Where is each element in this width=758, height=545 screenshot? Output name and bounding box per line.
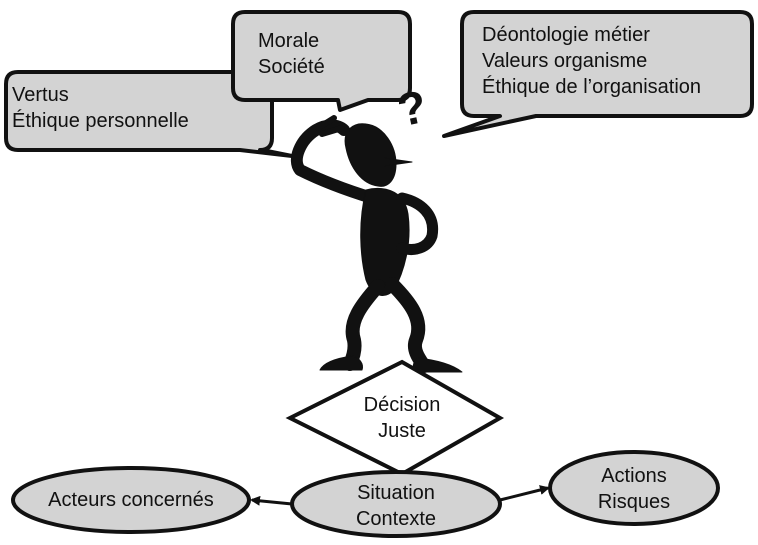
bubble-morale-line-1: Morale — [258, 30, 320, 52]
thinking-figure — [290, 115, 463, 373]
arrow-situation-to-acteurs — [250, 495, 293, 506]
figure-foot-left — [319, 355, 363, 371]
decision-line-1: Décision — [363, 394, 441, 416]
bubble-morale-text: Morale Société — [258, 28, 325, 80]
actions-line-2: Risques — [597, 491, 671, 513]
ellipse-actions — [548, 450, 720, 526]
ellipse-situation — [290, 470, 502, 538]
bubble-deontologie-line-2: Valeurs organisme — [482, 50, 648, 72]
bubble-vertus-line-2: Éthique personnelle — [12, 110, 189, 132]
decision-text: Décision Juste — [342, 392, 462, 444]
bubble-vertus-line-1: Vertus — [12, 84, 69, 106]
bubble-morale-line-2: Société — [258, 56, 325, 78]
actions-text: Actions Risques — [564, 463, 704, 515]
ellipse-acteurs — [11, 466, 251, 534]
figure-torso — [360, 187, 410, 296]
situation-line-1: Situation — [357, 482, 435, 504]
figure-leg-right — [385, 277, 431, 373]
bubble-morale-shape — [231, 10, 412, 112]
bubble-deontologie-shape — [442, 10, 754, 138]
figure-arm-left — [290, 119, 378, 204]
bubble-deontologie-line-1: Déontologie métier — [482, 24, 650, 46]
actions-line-1: Actions — [601, 465, 667, 487]
figure-foot-right — [412, 357, 463, 373]
bubble-deontologie-text: Déontologie métier Valeurs organisme Éth… — [482, 22, 701, 100]
figure-hand-left — [315, 115, 345, 137]
acteurs-text: Acteurs concernés — [16, 487, 246, 513]
figure-arm-right — [396, 192, 439, 255]
situation-text: Situation Contexte — [306, 480, 486, 532]
bubble-vertus-text: Vertus Éthique personnelle — [12, 82, 189, 134]
figure-head — [344, 123, 397, 187]
figure-nose — [383, 157, 413, 167]
acteurs-line-1: Acteurs concernés — [48, 489, 214, 511]
figure-leg-left — [343, 279, 385, 371]
bubble-deontologie-line-3: Éthique de l’organisation — [482, 76, 702, 98]
decision-line-2: Juste — [378, 420, 426, 442]
situation-line-2: Contexte — [355, 508, 437, 530]
arrow-situation-to-actions — [499, 485, 550, 502]
